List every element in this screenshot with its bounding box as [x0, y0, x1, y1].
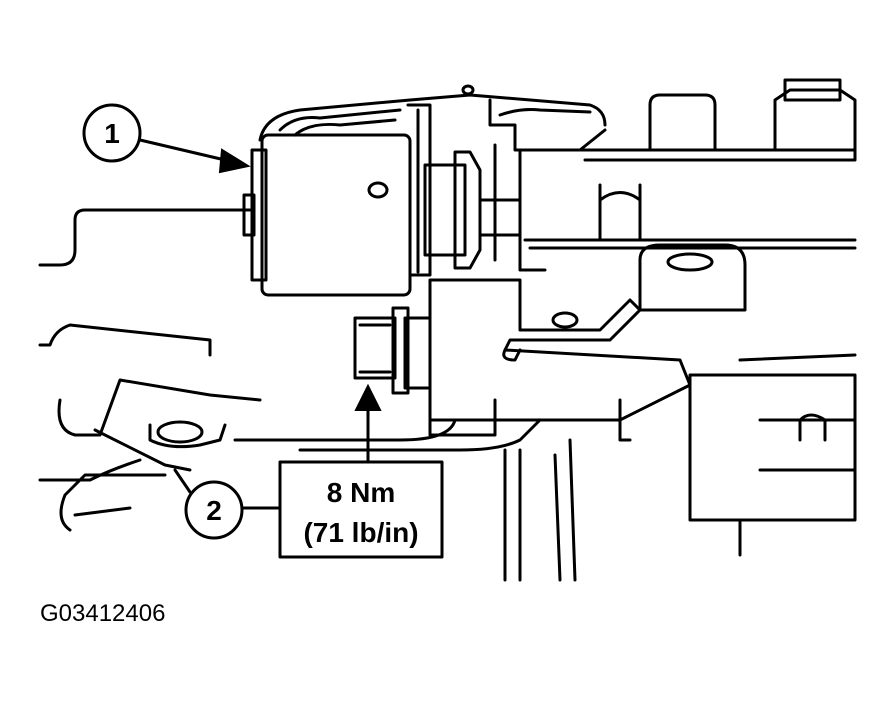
callout-2: 2: [173, 468, 282, 540]
solenoid: [242, 84, 607, 297]
callout-1-label: 1: [104, 118, 120, 149]
torque-imperial: (71 lb/in): [303, 517, 418, 548]
figure-id: G03412406: [40, 600, 166, 627]
bolt: [353, 306, 432, 395]
callout-2-label: 2: [206, 495, 222, 526]
transmission-housing: [38, 78, 857, 582]
torque-spec: 8 Nm (71 lb/in): [278, 383, 444, 559]
torque-metric: 8 Nm: [327, 477, 395, 508]
callout-1: 1: [82, 103, 251, 174]
